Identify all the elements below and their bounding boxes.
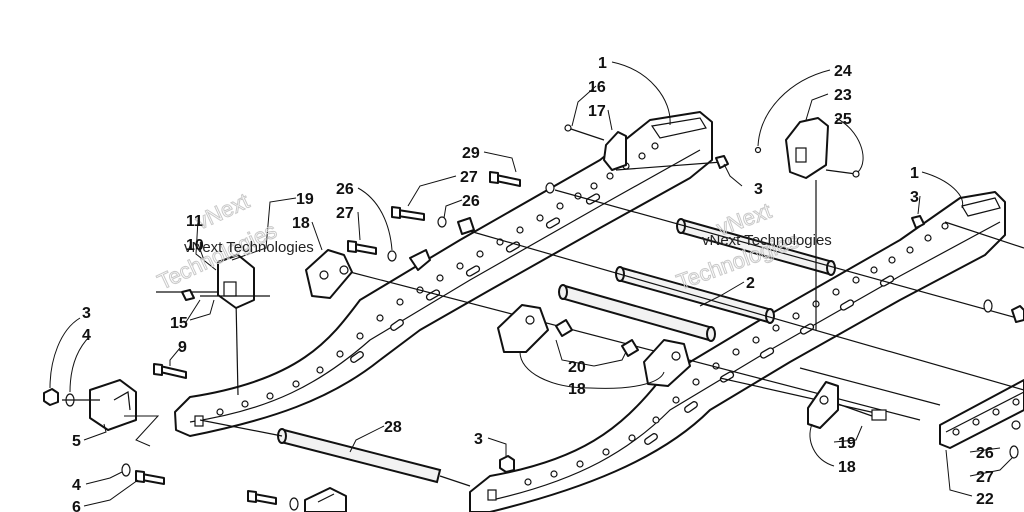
callout-2: 2 [746,275,755,292]
callout-27c: 27 [976,469,994,486]
callout-24: 24 [834,63,852,80]
left-end-block [156,254,270,309]
callout-15: 15 [170,315,188,332]
callout-9: 9 [178,339,187,356]
right-arm-bracket [807,381,887,429]
callout-17: 17 [588,103,606,120]
left-arm-bracket [305,249,431,299]
bumper-blocks [89,379,347,512]
leader-lines [49,61,1013,507]
callout-11: 11 [186,213,203,230]
fasteners [43,155,1024,511]
callout-26b: 26 [336,181,354,198]
callout-4b: 4 [72,477,81,494]
callout-1: 1 [598,55,607,72]
callout-28: 28 [384,419,402,436]
callout-3b: 3 [910,189,919,206]
callout-19b: 19 [838,435,856,452]
callout-27: 27 [460,169,478,186]
callout-22: 22 [976,491,994,508]
callout-5: 5 [72,433,81,450]
upper-right-bracket [754,117,860,179]
upper-left-bracket [564,124,627,171]
callout-18b: 18 [568,381,586,398]
watermark-caption-2: vNext Technologies [702,232,832,249]
callout-16: 16 [588,79,606,96]
callout-26c: 26 [976,445,994,462]
callout-26: 26 [462,193,480,210]
watermark-caption: vNext Technologies [184,239,314,256]
callout-4: 4 [82,327,91,344]
callout-29: 29 [462,145,480,162]
callout-labels: 1 16 17 24 23 25 29 27 26 3 1 3 19 26 27… [72,55,994,512]
callout-3: 3 [754,181,763,198]
callout-23: 23 [834,87,852,104]
callout-18: 18 [292,215,310,232]
callout-1b: 1 [910,165,919,182]
callout-6: 6 [72,499,81,512]
callout-10: 10 [186,237,204,254]
lower-right-rail-section [939,379,1024,449]
callout-3c: 3 [82,305,91,322]
callout-25: 25 [834,111,852,128]
right-slide-rail [469,191,1006,512]
shock-rod [199,419,471,487]
callout-19: 19 [296,191,314,208]
callout-27b: 27 [336,205,354,222]
center-arm-bracket [497,304,691,387]
callout-20: 20 [568,359,586,376]
cross-shafts [558,218,836,342]
callout-3d: 3 [474,431,483,448]
callout-18c: 18 [838,459,856,476]
